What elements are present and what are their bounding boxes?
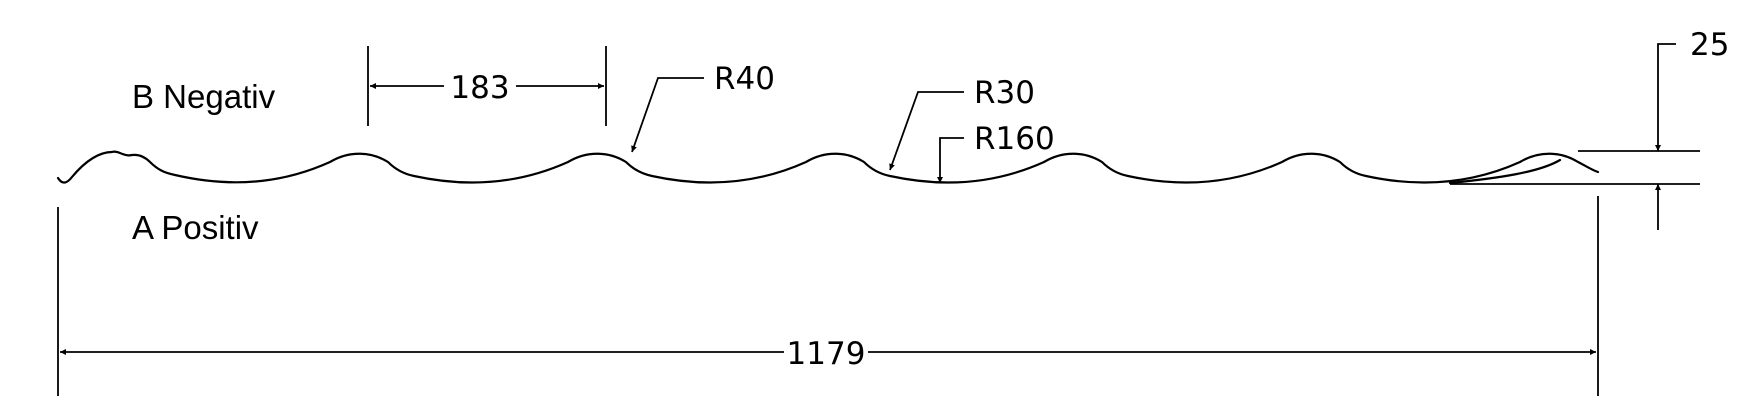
r160-leader <box>937 137 964 183</box>
r40-leader <box>631 77 704 153</box>
pitch-dimension-label: 183 <box>450 70 509 106</box>
height-dimension-label: 25 <box>1690 27 1729 63</box>
r40-label: R40 <box>714 61 775 97</box>
r160-label: R160 <box>974 121 1055 157</box>
overlap-curve <box>1448 158 1562 185</box>
r30-label: R30 <box>974 75 1035 111</box>
a-side-label: A Positiv <box>132 209 259 246</box>
height-arrow-top <box>1655 43 1676 151</box>
b-side-label: B Negativ <box>132 78 276 115</box>
r30-leader <box>889 91 964 171</box>
sheet-profile <box>56 150 1600 184</box>
width-dimension-label: 1179 <box>787 336 866 372</box>
